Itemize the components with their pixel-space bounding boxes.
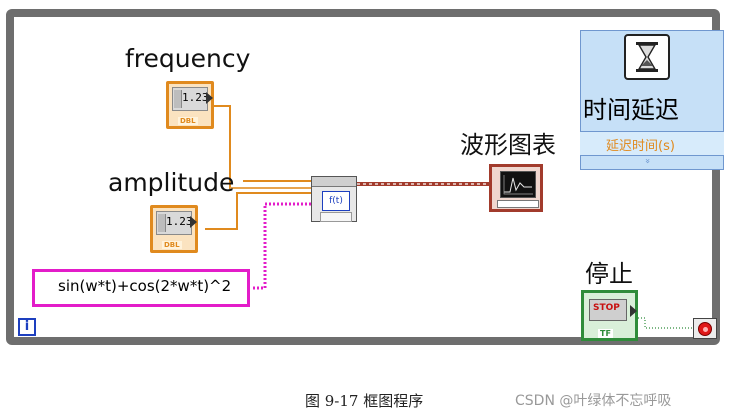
stop-button-text: STOP — [593, 303, 620, 313]
hourglass-icon — [624, 34, 670, 80]
waveform-icon — [503, 175, 533, 195]
loop-condition-terminal[interactable] — [693, 318, 717, 339]
amplitude-type: DBL — [162, 241, 182, 249]
express-header — [312, 177, 356, 187]
stop-button-terminal[interactable]: STOP TF — [581, 290, 638, 341]
watermark: CSDN @叶绿体不忘呼吸 — [515, 393, 672, 409]
stop-button-icon — [589, 299, 627, 321]
delay-time-input-row[interactable] — [580, 131, 724, 156]
delay-time-input-label: 延迟时间(s) — [606, 139, 675, 154]
frequency-type: DBL — [178, 117, 198, 125]
amplitude-label: amplitude — [108, 168, 235, 197]
iteration-terminal: i — [18, 318, 36, 336]
frequency-control[interactable]: 1.23 DBL — [166, 81, 214, 129]
frequency-label: frequency — [125, 44, 251, 73]
amplitude-control[interactable]: 1.23 DBL — [150, 205, 198, 253]
figure-caption: 图 9-17 框图程序 — [305, 392, 424, 410]
stop-wire — [638, 317, 693, 329]
formula-text: sin(w*t)+cos(2*w*t)^2 — [58, 277, 232, 295]
expand-chevron-icon[interactable]: » — [641, 158, 652, 164]
output-arrow-icon — [630, 305, 637, 317]
output-arrow-icon — [206, 92, 213, 104]
chart-label: 波形图表 — [460, 131, 556, 159]
formula-string-constant[interactable] — [32, 269, 250, 307]
stop-type: TF — [598, 329, 613, 338]
waveform-chart-terminal[interactable] — [489, 164, 543, 212]
output-arrow-icon — [190, 216, 197, 228]
amplitude-value: 1.23 — [166, 215, 193, 228]
express-footer — [320, 212, 352, 222]
express-function-node[interactable]: f(t) — [311, 176, 357, 222]
chart-scroll-icon — [497, 200, 539, 208]
amplitude-wire — [205, 192, 311, 230]
formula-wire — [253, 202, 311, 290]
time-delay-title: 时间延迟 — [583, 96, 679, 124]
stop-label: 停止 — [585, 260, 633, 288]
frequency-value: 1.23 — [182, 91, 209, 104]
stop-if-true-icon — [698, 322, 712, 336]
function-icon: f(t) — [322, 191, 350, 211]
chart-screen-icon — [500, 171, 536, 198]
